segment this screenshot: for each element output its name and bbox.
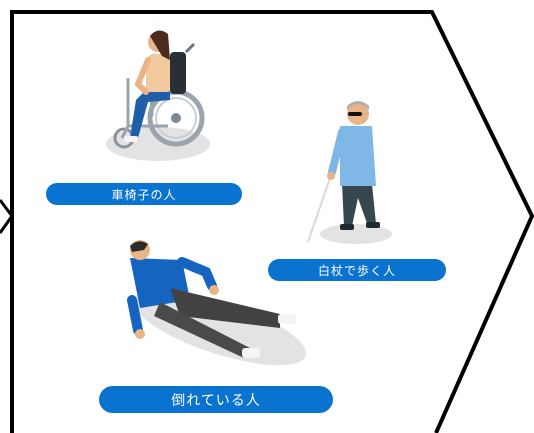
wheelchair-user-label: 車椅子の人 xyxy=(46,183,242,205)
white-cane-user-label: 白杖で歩く人 xyxy=(268,259,446,281)
fallen-person-label: 倒れている人 xyxy=(99,386,333,413)
fallen-person-icon xyxy=(127,240,306,366)
white-cane-walker-icon xyxy=(306,101,392,244)
main-hexagon-outline xyxy=(10,10,534,433)
wheelchair-user-icon xyxy=(106,30,210,161)
